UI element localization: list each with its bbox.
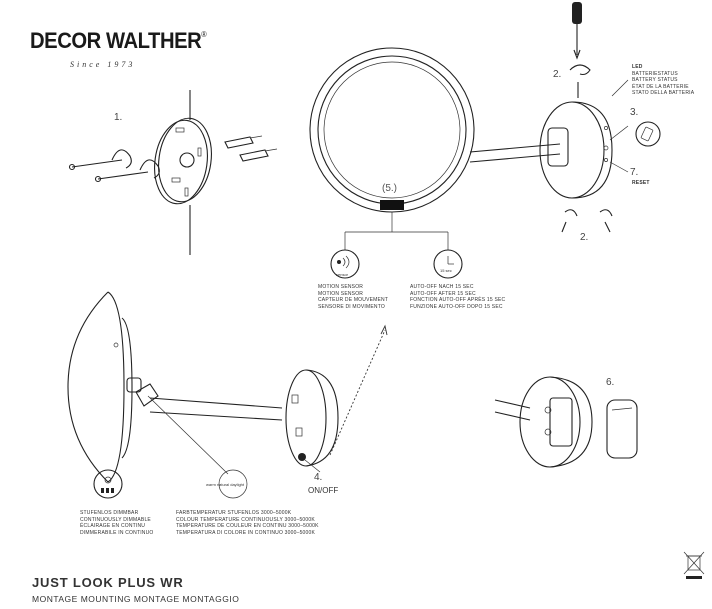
warm-daylight-icon — [218, 469, 248, 499]
timer-icon — [433, 249, 463, 279]
battery-illustration — [494, 376, 638, 468]
sensor-icon-caption: sensor — [336, 272, 349, 277]
step-2-top-label: 2. — [553, 69, 562, 80]
weee-bin-icon — [683, 551, 705, 579]
product-name: JUST LOOK PLUS WR — [32, 575, 184, 590]
mirror-front-illustration — [309, 2, 661, 250]
dimming-text: STUFENLOS DIMMBAR CONTINUOUSLY DIMMABLE … — [80, 510, 154, 536]
wall-plate-illustration — [68, 90, 278, 255]
on-off-label: ON/OFF — [308, 486, 339, 495]
dotted-arrow — [329, 329, 386, 456]
led-status-text: LED BATTERIESTATUS BATTERY STATUS ÉTAT D… — [632, 64, 695, 97]
step-1-label: 1. — [114, 112, 123, 123]
step-5-label: (5.) — [382, 183, 397, 194]
timer-icon-caption: 15 sec — [440, 268, 452, 273]
step-4-label: 4. — [314, 472, 323, 483]
since-tagline: Since 1973 — [70, 60, 136, 69]
dimming-icon — [93, 469, 123, 499]
reset-label: RESET — [632, 180, 650, 186]
auto-off-text: AUTO-OFF NACH 15 SEC AUTO-OFF AFTER 15 S… — [410, 284, 506, 310]
brand-logo: DECOR WALTHER® — [30, 28, 207, 53]
motion-sensor-icon — [330, 249, 360, 279]
document-subtitle: MONTAGE MOUNTING MONTAGE MONTAGGIO — [32, 594, 240, 604]
mirror-side-illustration — [67, 291, 339, 483]
step-3-label: 3. — [630, 107, 639, 118]
color-temp-text: FARBTEMPERATUR STUFENLOS 3000–5000K COLO… — [176, 510, 319, 536]
step-2-bottom-label: 2. — [580, 232, 589, 243]
step-6-label: 6. — [606, 377, 615, 388]
motion-sensor-text: MOTION SENSOR MOTION SENSOR CAPTEUR DE M… — [318, 284, 389, 310]
step-7-label: 7. — [630, 167, 639, 178]
warm-icon-caption: warm natural daylight — [206, 482, 245, 487]
